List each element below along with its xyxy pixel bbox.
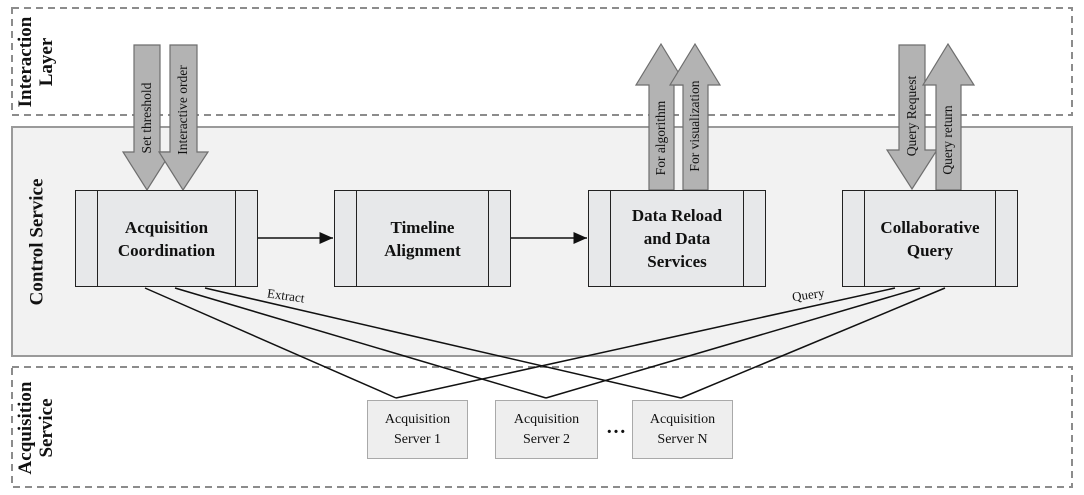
module-side-right	[995, 191, 1017, 286]
acquisition-service-label: Acquisition Service	[15, 381, 57, 475]
block-arrows	[121, 42, 976, 192]
set-threshold-arrow	[121, 44, 173, 192]
module-title: Collaborative Query	[880, 217, 980, 260]
interaction-layer-frame	[11, 7, 1073, 116]
for-algorithm-label: For algorithm	[653, 100, 668, 176]
acquisition-service-frame	[11, 366, 1073, 488]
module-side-left	[76, 191, 98, 286]
query-connections	[395, 287, 946, 399]
timeline-alignment-module: Timeline Alignment	[334, 190, 511, 287]
query-request-label: Query Request	[904, 75, 919, 157]
module-title: Acquisition Coordination	[117, 217, 216, 260]
module-side-right	[235, 191, 257, 286]
data-reload-module: Data Reload and Data Services	[588, 190, 766, 287]
collaborative-query-module: Collaborative Query	[842, 190, 1018, 287]
acquisition-server-1: Acquisition Server 1	[367, 400, 468, 459]
module-side-right	[488, 191, 510, 286]
interaction-layer-label: Interaction Layer	[15, 16, 57, 108]
interactive-order-label: Interactive order	[175, 65, 190, 155]
control-service-label: Control Service	[26, 178, 48, 306]
for-visualization-label: For visualization	[687, 80, 702, 172]
module-side-left	[589, 191, 611, 286]
query-return-arrow	[921, 42, 976, 191]
for-visualization-arrow	[668, 42, 722, 191]
acquisition-coordination-module: Acquisition Coordination	[75, 190, 258, 287]
module-side-left	[335, 191, 357, 286]
acquisition-server-n: Acquisition Server N	[632, 400, 733, 459]
module-side-right	[743, 191, 765, 286]
acquisition-server-2: Acquisition Server 2	[495, 400, 598, 459]
set-threshold-label: Set threshold	[139, 82, 154, 154]
module-side-left	[843, 191, 865, 286]
interactive-order-arrow	[157, 44, 210, 192]
server-ellipsis: …	[606, 416, 626, 438]
module-title: Timeline Alignment	[384, 217, 461, 260]
module-title: Data Reload and Data Services	[631, 206, 723, 271]
extract-connections	[144, 287, 682, 399]
query-request-arrow	[885, 44, 939, 191]
query-return-label: Query return	[940, 105, 955, 175]
